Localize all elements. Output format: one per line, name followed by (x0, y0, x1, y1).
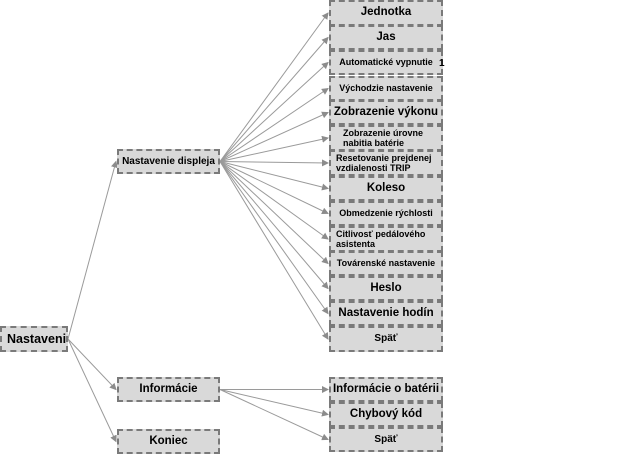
connector-arrow (219, 161, 329, 191)
node-label: Späť (374, 433, 398, 445)
connector-arrow (67, 338, 117, 443)
node-citlivost-pedaloveho-asistenta: Citlivosť pedálového asistenta (329, 226, 443, 252)
connector-arrow (219, 161, 329, 315)
node-vychodzie-nastavenie: Východzie nastavenie (329, 76, 443, 101)
connector-arrow (219, 12, 329, 162)
connector-arrow (219, 135, 329, 162)
root-node-label: Nastavenie (7, 331, 68, 346)
node-label: Továrenské nastavenie (336, 258, 436, 269)
node-koniec: Koniec (117, 429, 220, 454)
connector-arrow (67, 160, 118, 340)
node-label: Koleso (366, 181, 406, 194)
connector-arrow (219, 161, 329, 240)
node-heslo: Heslo (329, 276, 443, 301)
node-label: Zobrazenie úrovne nabitia batérie (343, 127, 424, 148)
node-nastavenie-displeja: Nastavenie displeja (117, 149, 220, 174)
node-label: Informácie o batérii (332, 382, 440, 395)
node-label: Citlivosť pedálového asistenta (336, 228, 426, 249)
node-label: Koniec (149, 434, 188, 447)
connector-arrow (219, 161, 329, 340)
node-jednotka: Jednotka (329, 0, 443, 26)
connector-arrow (67, 338, 117, 391)
stray-mark: 1 (439, 58, 445, 69)
node-label: Obmedzenie rýchlosti (339, 208, 433, 219)
node-koleso: Koleso (329, 176, 443, 201)
node-resetovanie-trip: Resetovanie prejdenej vzdialenosti TRIP (329, 150, 443, 176)
node-label: Jednotka (360, 6, 412, 19)
connector-arrow (219, 389, 329, 441)
connector-arrow (219, 87, 329, 162)
node-label: Východzie nastavenie (339, 83, 433, 94)
node-spat-display: Späť (329, 326, 443, 352)
node-label: Nastavenie displeja (122, 155, 215, 167)
node-label: Zobrazenie výkonu (333, 105, 439, 118)
node-label: Automatické vypnutie (339, 57, 433, 68)
node-informacie-o-baterii: Informácie o batérii (329, 377, 443, 402)
node-label: Jas (376, 30, 396, 43)
connector-lines (67, 12, 329, 443)
node-chybovy-kod: Chybový kód (329, 402, 443, 427)
node-obmedzenie-rychlosti: Obmedzenie rýchlosti (329, 201, 443, 226)
connector-arrow (219, 161, 329, 290)
node-label: Informácie (139, 382, 198, 395)
node-zobrazenie-urovne-nabitia: Zobrazenie úrovne nabitia batérie (329, 125, 443, 151)
node-zobrazenie-vykonu: Zobrazenie výkonu (329, 100, 443, 125)
node-label: Späť (374, 333, 398, 345)
node-label: Heslo (370, 281, 402, 294)
root-node-nastavenie: Nastavenie (0, 326, 68, 352)
connector-arrow (219, 36, 329, 162)
connector-arrow (219, 61, 329, 162)
node-automaticke-vypnutie: Automatické vypnutie (329, 50, 443, 75)
node-nastavenie-hodin: Nastavenie hodín (329, 301, 443, 326)
node-label: Nastavenie hodín (338, 306, 434, 319)
connector-arrow (219, 161, 329, 215)
node-informacie: Informácie (117, 377, 220, 402)
connector-arrow (219, 161, 329, 265)
node-jas: Jas (329, 25, 443, 50)
connector-arrow (219, 389, 329, 417)
connector-arrow (219, 111, 329, 162)
connector-arrow (219, 159, 329, 167)
node-label: Chybový kód (349, 407, 423, 420)
node-spat-info: Späť (329, 427, 443, 452)
node-label: Resetovanie prejdenej vzdialenosti TRIP (336, 152, 432, 173)
node-tovarenske-nastavenie: Továrenské nastavenie (329, 251, 443, 276)
